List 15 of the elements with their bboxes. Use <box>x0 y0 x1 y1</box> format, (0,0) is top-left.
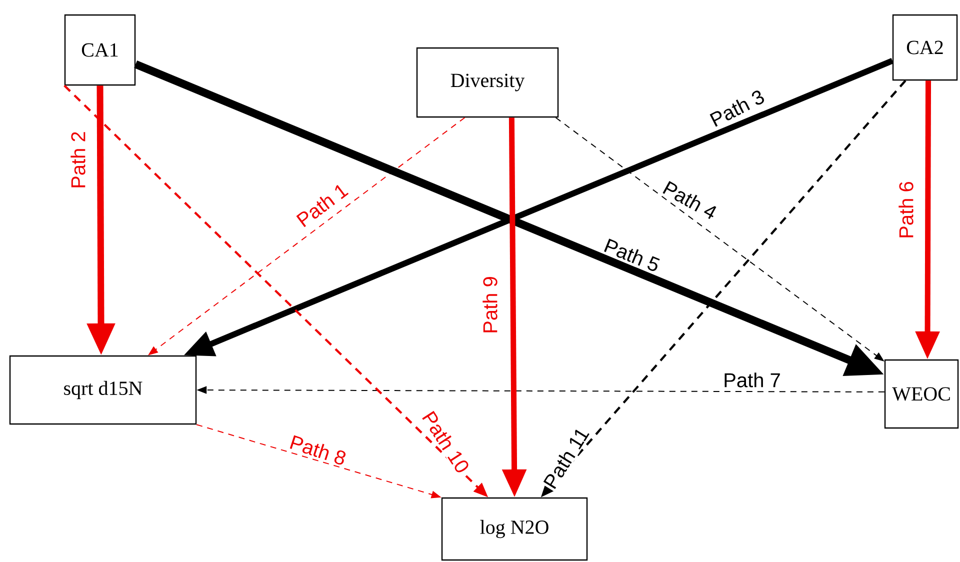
edge-label: Path 4 <box>660 178 720 222</box>
variable-box: log N2O <box>441 497 588 561</box>
edge-label: Path 3 <box>706 87 768 130</box>
edge-label: Path 9 <box>482 275 498 335</box>
edge-label: Path 5 <box>601 236 663 274</box>
variable-box: sqrt d15N <box>9 355 197 425</box>
edge-label: Path 7 <box>722 372 782 388</box>
edge-label: Path 1 <box>293 180 351 230</box>
edge-label: Path 2 <box>70 130 86 190</box>
variable-box: Diversity <box>416 47 559 118</box>
variable-box: WEOC <box>884 359 959 429</box>
variable-box: CA2 <box>892 14 958 81</box>
variable-box: CA1 <box>64 14 136 86</box>
edge-label: Path 6 <box>898 180 914 240</box>
edge-label: Path 8 <box>286 432 350 468</box>
